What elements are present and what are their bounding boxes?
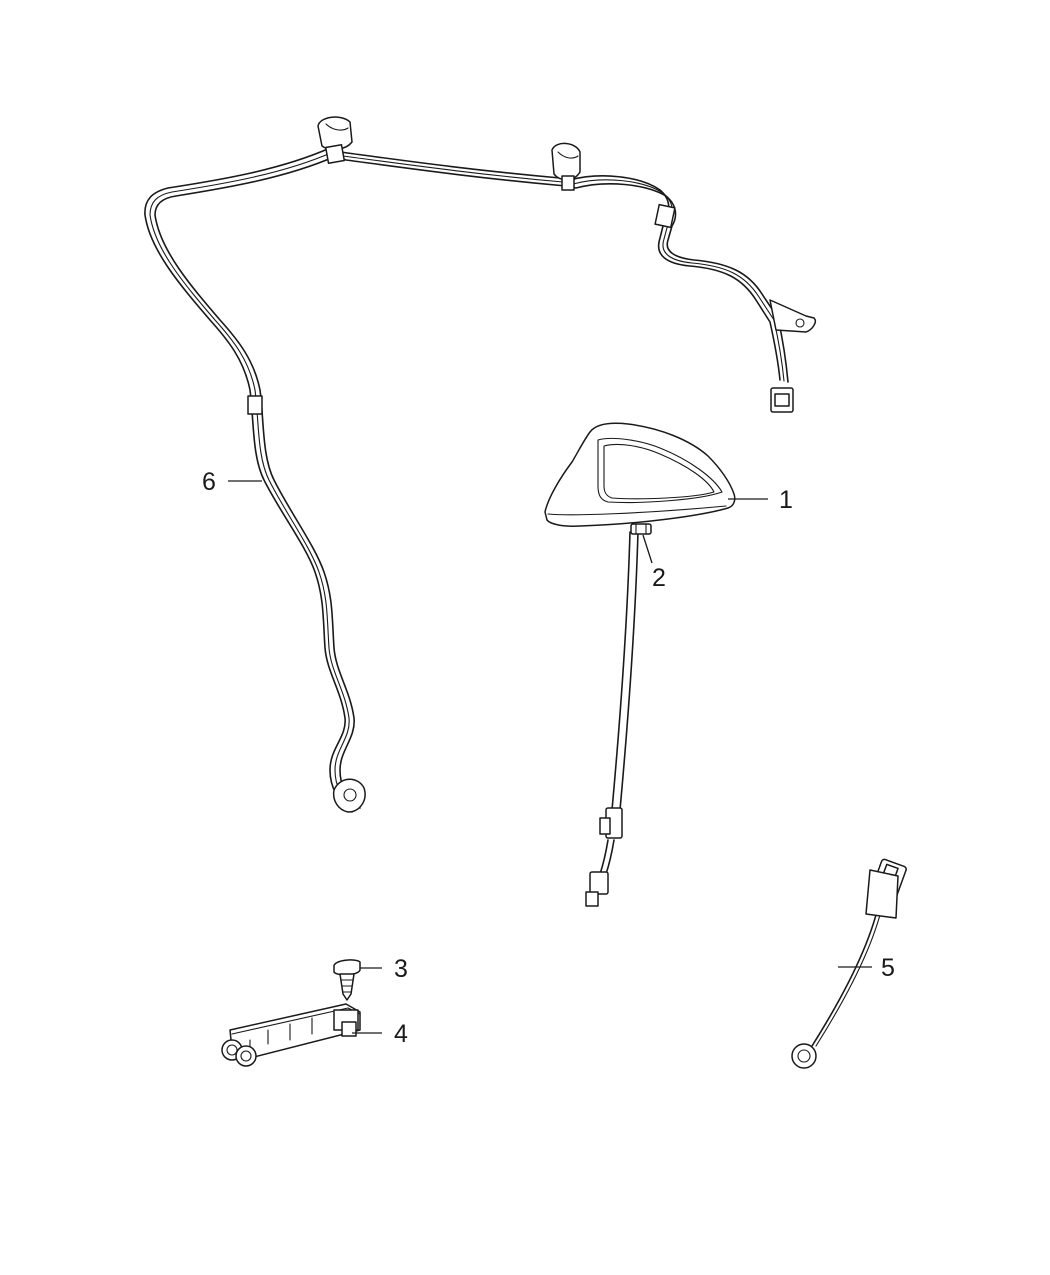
leader-2 xyxy=(642,534,653,564)
callout-1: 1 xyxy=(779,486,793,514)
callout-6: 6 xyxy=(202,468,216,496)
callout-5: 5 xyxy=(881,954,895,982)
antenna-cable-harness xyxy=(144,116,817,813)
callout-leaders xyxy=(228,480,872,1034)
shark-fin-antenna xyxy=(544,422,736,907)
ground-strap-cable xyxy=(791,858,907,1069)
mounting-screw xyxy=(333,959,361,1001)
callout-labels: 1 2 3 4 5 6 xyxy=(202,468,895,1048)
callout-4: 4 xyxy=(394,1020,408,1048)
antenna-amplifier-module xyxy=(221,1003,361,1067)
callout-2: 2 xyxy=(652,564,666,592)
callout-3: 3 xyxy=(394,955,408,983)
antenna-base-nut xyxy=(630,523,652,535)
